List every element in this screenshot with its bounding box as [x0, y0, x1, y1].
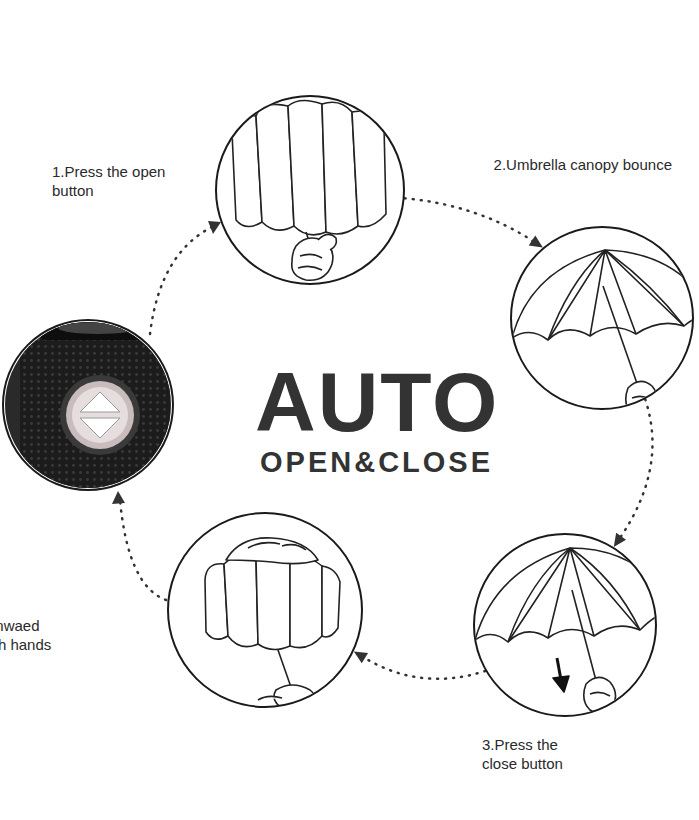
open-umbrella	[475, 548, 668, 714]
step-circle: 4.Press inwaed using both hands	[167, 512, 363, 708]
folded-umbrella	[232, 100, 386, 280]
step-circle: 2.Umbrella canopy bounce	[510, 226, 694, 410]
arrowhead	[354, 651, 368, 663]
arrowhead	[529, 235, 543, 247]
step-label: 1.Press the open button	[52, 162, 177, 200]
flow-arrow	[354, 651, 486, 678]
arrowhead	[614, 533, 626, 547]
step-label: 3.Press the close button	[482, 735, 587, 773]
title: AUTO	[255, 360, 499, 444]
flow-arrow	[405, 198, 543, 247]
dotted-line	[619, 399, 652, 539]
step-circle: 3.Press the close button	[473, 533, 657, 717]
dotted-line	[405, 198, 535, 242]
step-label: 4.Press inwaed using both hands	[0, 616, 77, 654]
arrowhead	[112, 491, 125, 504]
step-circle: 1.Press the open button	[215, 95, 405, 285]
closing-umbrella	[205, 538, 340, 708]
step-label: 2.Umbrella canopy bounce	[482, 155, 672, 174]
subtitle: OPEN&CLOSE	[260, 448, 493, 477]
button-closeup	[0, 315, 180, 500]
dotted-line	[362, 657, 485, 679]
open-umbrella	[512, 250, 699, 418]
flow-arrow	[614, 399, 653, 547]
flow-arrow	[120, 226, 214, 600]
arrowhead	[208, 221, 221, 234]
